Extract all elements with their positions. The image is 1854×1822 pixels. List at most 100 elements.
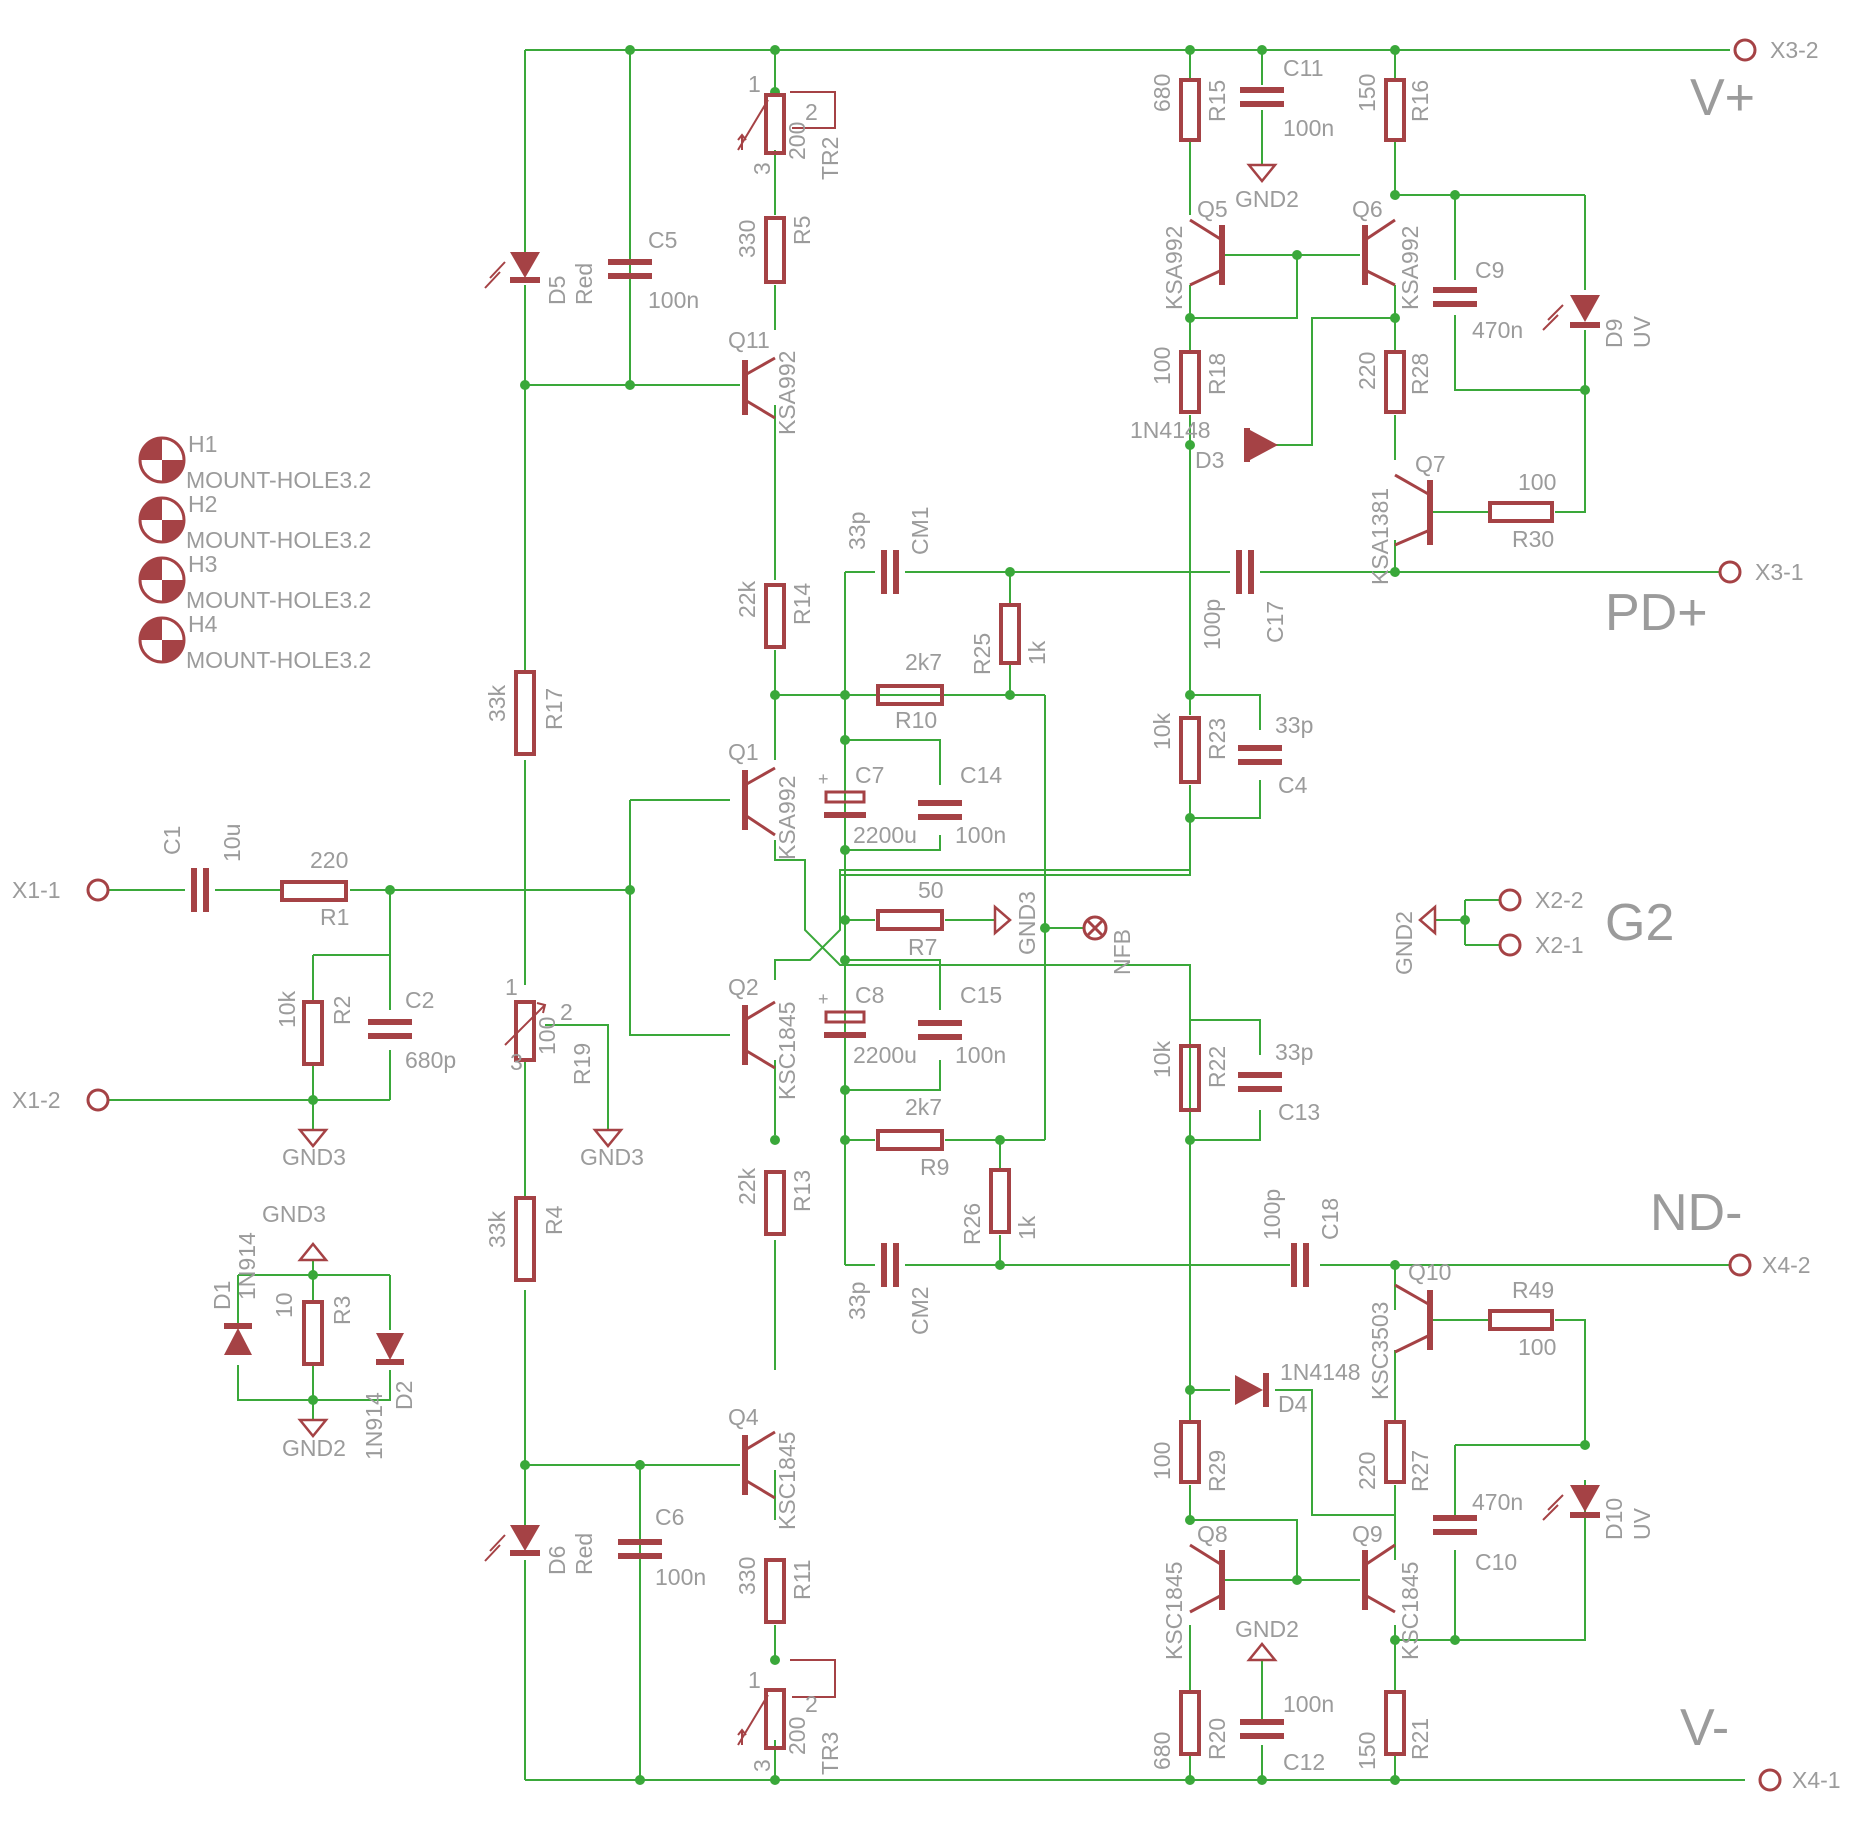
svg-text:R26: R26 — [959, 1203, 985, 1245]
connector-x2-1[interactable]: X2-1 — [1498, 932, 1584, 958]
svg-text:33p: 33p — [844, 1282, 870, 1320]
svg-text:1: 1 — [505, 974, 518, 1000]
svg-text:3: 3 — [749, 1759, 775, 1772]
svg-text:R13: R13 — [789, 1170, 815, 1212]
svg-text:KSC1845: KSC1845 — [1161, 1562, 1187, 1660]
svg-text:D1: D1 — [209, 1281, 235, 1310]
svg-text:Q7: Q7 — [1415, 451, 1446, 477]
svg-text:Q9: Q9 — [1352, 1521, 1383, 1547]
svg-text:GND3: GND3 — [282, 1144, 346, 1170]
connector-x1-2[interactable]: X1-2 — [12, 1087, 110, 1113]
svg-text:2k7: 2k7 — [905, 1094, 942, 1120]
svg-text:C1: C1 — [159, 826, 185, 855]
svg-text:Q4: Q4 — [728, 1404, 759, 1430]
connector-x3-2[interactable]: X3-2 — [1733, 37, 1819, 63]
svg-text:Q8: Q8 — [1197, 1521, 1228, 1547]
svg-text:22k: 22k — [734, 1167, 760, 1205]
svg-text:22k: 22k — [734, 580, 760, 618]
svg-text:2k7: 2k7 — [905, 649, 942, 675]
capacitor-c13: 33p C13 — [1238, 1039, 1320, 1125]
transistor-q10: Q10 KSC3503 — [1367, 1259, 1451, 1400]
svg-text:R28: R28 — [1407, 353, 1433, 395]
resistor-r27: 220 R27 — [1354, 1420, 1433, 1492]
svg-text:220: 220 — [1354, 352, 1380, 390]
resistor-r49: R49 100 — [1488, 1277, 1556, 1360]
ground-symbol-gnd3-clamp: GND3 — [262, 1201, 329, 1262]
svg-text:D2: D2 — [391, 1381, 417, 1410]
resistor-r2: 10k R2 — [274, 990, 355, 1066]
svg-text:C4: C4 — [1278, 772, 1308, 798]
capacitor-c9: C9 470n — [1433, 257, 1523, 343]
transistor-q4: Q4 KSC1845 — [728, 1404, 800, 1530]
rail-label-pdplus: PD+ — [1605, 584, 1708, 642]
svg-text:C15: C15 — [960, 982, 1002, 1008]
resistor-r20: 680 R20 — [1149, 1690, 1230, 1770]
svg-text:100n: 100n — [955, 1042, 1006, 1068]
diode-d1: D1 1N914 — [209, 1232, 260, 1355]
ground-symbol-gnd3-input: GND3 — [282, 1128, 346, 1170]
svg-text:Q1: Q1 — [728, 739, 759, 765]
svg-text:GND3: GND3 — [580, 1144, 644, 1170]
svg-text:C5: C5 — [648, 227, 677, 253]
svg-text:10: 10 — [271, 1292, 297, 1318]
svg-text:C6: C6 — [655, 1504, 684, 1530]
svg-text:Red: Red — [571, 263, 597, 305]
svg-text:R18: R18 — [1204, 353, 1230, 395]
resistor-r3: 10 R3 — [271, 1292, 355, 1366]
connector-x3-1[interactable]: X3-1 — [1718, 559, 1804, 585]
resistor-r17: 33k R17 — [484, 670, 567, 756]
svg-text:100n: 100n — [1283, 1691, 1334, 1717]
svg-text:220: 220 — [1354, 1452, 1380, 1490]
svg-text:NFB: NFB — [1109, 929, 1135, 975]
svg-text:UV: UV — [1629, 315, 1655, 348]
capacitor-c14: C14 100n — [918, 762, 1006, 848]
connector-x2-2[interactable]: X2-2 — [1498, 887, 1584, 913]
ground-symbol-gnd2-g2: GND2 — [1391, 904, 1437, 975]
svg-text:X4-1: X4-1 — [1792, 1767, 1841, 1793]
capacitor-c17: 100p C17 — [1199, 550, 1288, 650]
svg-text:100: 100 — [1518, 1334, 1556, 1360]
svg-text:100: 100 — [1149, 347, 1175, 385]
svg-text:100n: 100n — [648, 287, 699, 313]
transistor-q5: Q5 KSA992 — [1161, 196, 1228, 310]
led-d9: D9 UV — [1542, 295, 1655, 348]
svg-text:C8: C8 — [855, 982, 884, 1008]
svg-text:3: 3 — [510, 1049, 523, 1075]
trimmer-tr2: 1 2 3 200 TR2 — [737, 71, 843, 180]
mount-hole-h2: H2 MOUNT-HOLE3.2 — [138, 491, 371, 553]
svg-text:C11: C11 — [1283, 55, 1324, 81]
svg-text:2200u: 2200u — [853, 1042, 917, 1068]
svg-text:100: 100 — [1149, 1442, 1175, 1480]
svg-text:1k: 1k — [1014, 1215, 1040, 1240]
svg-text:R25: R25 — [969, 633, 995, 675]
resistor-r23: 10k R23 — [1149, 712, 1230, 784]
svg-text:220: 220 — [310, 847, 348, 873]
connector-x1-1[interactable]: X1-1 — [12, 877, 110, 903]
transistor-q7: Q7 KSA1381 — [1367, 451, 1446, 585]
mount-hole-h4: H4 MOUNT-HOLE3.2 — [138, 611, 371, 673]
svg-text:10k: 10k — [274, 990, 300, 1028]
svg-text:KSC3503: KSC3503 — [1367, 1302, 1393, 1400]
connector-x4-1[interactable]: X4-1 — [1758, 1767, 1841, 1793]
resistor-r28: 220 R28 — [1354, 350, 1433, 414]
svg-text:C10: C10 — [1475, 1549, 1517, 1575]
ground-symbol-gnd2-top: GND2 — [1235, 163, 1299, 212]
svg-text:50: 50 — [918, 877, 944, 903]
diode-d2: D2 1N914 — [361, 1333, 417, 1460]
rail-label-g2: G2 — [1605, 894, 1674, 952]
svg-text:33p: 33p — [844, 512, 870, 550]
svg-text:GND3: GND3 — [1014, 891, 1040, 955]
svg-text:C17: C17 — [1262, 601, 1288, 643]
svg-text:1k: 1k — [1024, 640, 1050, 665]
resistor-r25: R25 1k — [969, 603, 1050, 675]
connector-x4-2[interactable]: X4-2 — [1728, 1252, 1811, 1278]
svg-text:H2: H2 — [188, 491, 217, 517]
svg-text:33k: 33k — [484, 684, 510, 722]
mount-hole-h3: H3 MOUNT-HOLE3.2 — [138, 551, 371, 613]
svg-text:KSA992: KSA992 — [774, 351, 800, 435]
svg-text:1N4148: 1N4148 — [1130, 417, 1211, 443]
svg-text:X2-2: X2-2 — [1535, 887, 1584, 913]
svg-text:R21: R21 — [1407, 1718, 1433, 1760]
svg-text:470n: 470n — [1472, 1489, 1523, 1515]
svg-text:R30: R30 — [1512, 526, 1554, 552]
